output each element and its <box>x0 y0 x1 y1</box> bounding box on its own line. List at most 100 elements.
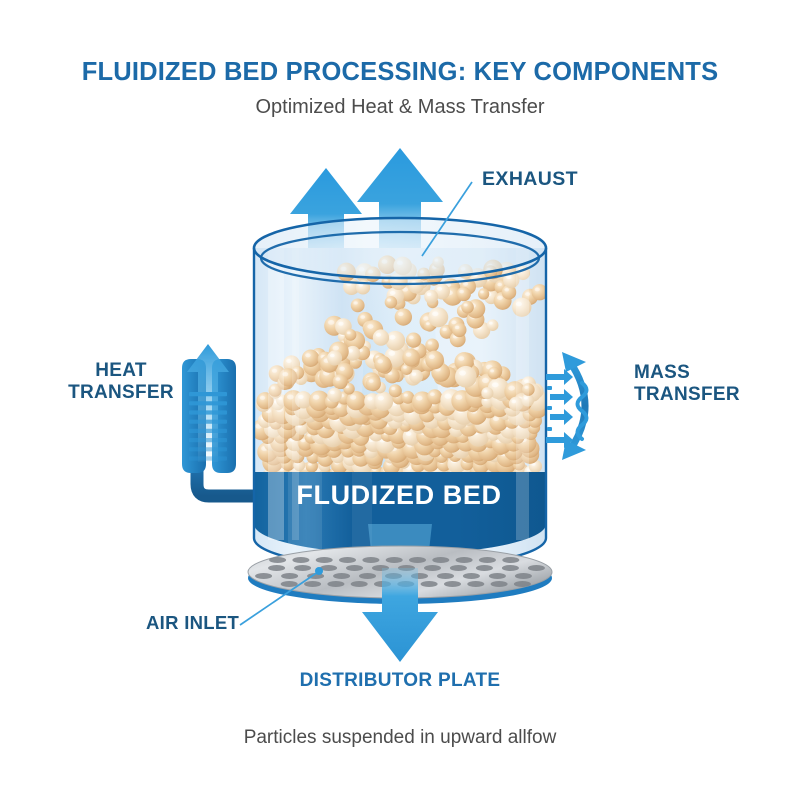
plate-hole <box>444 581 461 587</box>
plate-hole <box>255 573 273 579</box>
particle <box>327 387 342 403</box>
heat-transfer-pipe <box>190 430 268 503</box>
particle <box>385 330 406 351</box>
plate-hole <box>327 581 345 587</box>
mass-transfer-icon <box>546 352 589 460</box>
plate-hole <box>281 573 299 579</box>
particle <box>512 297 532 317</box>
heat-fin <box>189 428 227 433</box>
particle <box>301 349 320 367</box>
plate-hole <box>455 557 473 563</box>
heat-transfer-icon <box>182 344 236 473</box>
distributor-plate-icon <box>247 545 553 604</box>
particle <box>477 288 490 300</box>
diffusion-dot <box>547 406 552 410</box>
particle <box>344 328 357 341</box>
mass-inflow-arrow <box>546 369 573 385</box>
plate-hole <box>315 557 333 563</box>
page-title: FLUIDIZED BED PROCESSING: KEY COMPONENTS <box>81 58 719 86</box>
particle <box>365 376 381 392</box>
fluidized-bed-band <box>254 472 546 554</box>
mass-inflow-arrow <box>546 432 573 448</box>
mass-inflow-arrow <box>550 389 573 405</box>
plate-hole <box>462 573 480 579</box>
mass-inflow-arrow <box>550 409 573 425</box>
particle <box>268 383 282 397</box>
plate-hole <box>320 565 338 571</box>
particle <box>402 348 421 367</box>
exhaust-leader-line <box>421 181 473 257</box>
heat-fin <box>189 447 227 452</box>
particle <box>350 298 365 313</box>
particle <box>346 391 366 411</box>
heat-fin <box>189 392 227 397</box>
plate-hole <box>385 557 403 563</box>
particle <box>394 308 413 326</box>
particle <box>372 329 390 346</box>
plate-hole <box>292 557 310 563</box>
plate-hole <box>488 573 506 579</box>
particle <box>501 284 517 300</box>
heat-fin <box>189 410 227 415</box>
plate-hole <box>333 573 351 579</box>
air-inlet-arrow-down-icon <box>362 568 438 662</box>
particle <box>456 286 471 302</box>
particle <box>374 355 392 373</box>
label-exhaust: EXHAUST <box>482 168 578 190</box>
plate-hole <box>501 565 519 571</box>
particle <box>374 391 394 411</box>
air-inlet-leader-dot <box>315 567 323 575</box>
page-caption: Particles suspended in upward allfow <box>243 727 557 748</box>
plate-hole <box>424 565 441 571</box>
plate-hole <box>294 565 312 571</box>
particle <box>425 350 444 370</box>
plate-hole <box>478 557 496 563</box>
label-mass-transfer: MASS TRANSFER <box>634 362 784 407</box>
plate-hole <box>409 557 426 563</box>
plate-hole <box>304 581 322 587</box>
air-inlet-leader-line <box>239 571 319 626</box>
plate-hole <box>502 557 520 563</box>
plate-hole <box>475 565 493 571</box>
particle <box>481 387 494 400</box>
plate-hole <box>449 565 467 571</box>
particle <box>452 322 467 338</box>
particle <box>388 384 402 398</box>
label-air-inlet: AIR INLET <box>146 612 240 633</box>
plate-hole <box>437 573 454 579</box>
particle <box>405 332 422 348</box>
plate-hole <box>280 581 298 587</box>
particle <box>278 368 298 387</box>
particle <box>427 389 443 405</box>
label-heat-transfer: HEAT TRANSFER <box>46 360 196 405</box>
particle <box>408 278 424 294</box>
particle <box>327 350 343 366</box>
label-heat-transfer-line2: TRANSFER <box>68 382 174 404</box>
heat-fin <box>189 419 227 424</box>
diffusion-dot <box>547 386 552 390</box>
plate-hole <box>362 557 380 563</box>
particle <box>454 365 477 388</box>
plate-hole <box>339 557 356 563</box>
label-distributor-plate: DISTRIBUTOR PLATE <box>299 670 501 691</box>
particle <box>522 383 535 396</box>
particle <box>294 391 313 409</box>
particle <box>401 390 415 404</box>
particle <box>345 345 361 361</box>
label-fluidized-bed-band: FLUDIZED BED <box>296 480 502 510</box>
particle <box>503 271 520 289</box>
particle <box>531 284 546 301</box>
particle <box>409 369 423 384</box>
particle <box>428 307 449 328</box>
plate-hole <box>269 557 287 563</box>
exhaust-arrow-right-icon <box>357 148 443 272</box>
plate-hole <box>432 557 450 563</box>
particle <box>487 366 501 380</box>
plate-hole <box>350 581 368 587</box>
heat-fin <box>189 438 227 443</box>
plate-hole <box>527 565 545 571</box>
plate-hole <box>490 581 508 587</box>
plate-hole <box>513 581 531 587</box>
particle <box>508 396 524 412</box>
